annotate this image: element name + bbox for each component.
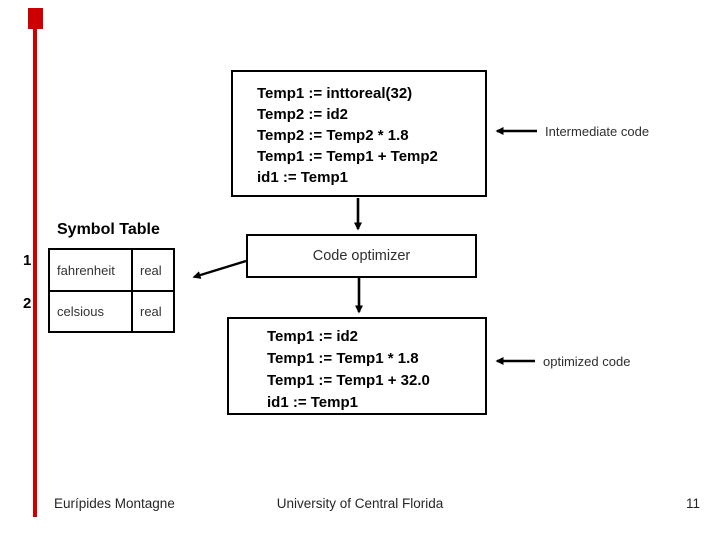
symbol-table-row-index: 2 xyxy=(23,295,32,312)
footer-institution: University of Central Florida xyxy=(276,496,444,511)
accent-red-vertical-line xyxy=(33,29,37,517)
arrow-optimizer-to-symbol-table xyxy=(192,259,247,279)
code-line: Temp1 := id2 xyxy=(267,328,358,345)
code-line: Temp2 := id2 xyxy=(257,106,348,123)
symbol-table-title: Symbol Table xyxy=(57,221,160,238)
footer-page-number: 11 xyxy=(685,496,700,511)
code-line: Temp1 := Temp1 + Temp2 xyxy=(257,148,438,165)
symbol-table-cell-name: fahrenheit xyxy=(50,250,133,292)
footer-author: Eurípides Montagne xyxy=(54,496,175,511)
code-line: Temp1 := inttoreal(32) xyxy=(257,85,413,102)
symbol-table-cell-type: real xyxy=(140,304,162,319)
code-optimizer-label: Code optimizer xyxy=(312,248,411,264)
code-line: Temp1 := Temp1 * 1.8 xyxy=(267,350,419,367)
code-line: Temp1 := Temp1 + 32.0 xyxy=(267,372,430,389)
accent-red-square xyxy=(28,8,43,29)
intermediate-code-label: Intermediate code xyxy=(545,124,650,139)
symbol-table-cell-name: celsious xyxy=(50,292,133,331)
optimized-code-label: optimized code xyxy=(543,354,631,369)
intermediate-code-box: Temp1 := inttoreal(32) Temp2 := id2 Temp… xyxy=(231,70,487,197)
symbol-table-row-index: 1 xyxy=(23,252,32,269)
code-line: id1 := Temp1 xyxy=(257,169,348,186)
symbol-table: fahrenheit real celsious real xyxy=(48,248,175,333)
code-line: Temp2 := Temp2 * 1.8 xyxy=(257,127,409,144)
symbol-table-cell-type: real xyxy=(133,250,173,292)
code-optimizer-box: Code optimizer xyxy=(246,234,477,278)
code-line: id1 := Temp1 xyxy=(267,394,358,411)
optimized-code-box: Temp1 := id2 Temp1 := Temp1 * 1.8 Temp1 … xyxy=(227,317,487,415)
